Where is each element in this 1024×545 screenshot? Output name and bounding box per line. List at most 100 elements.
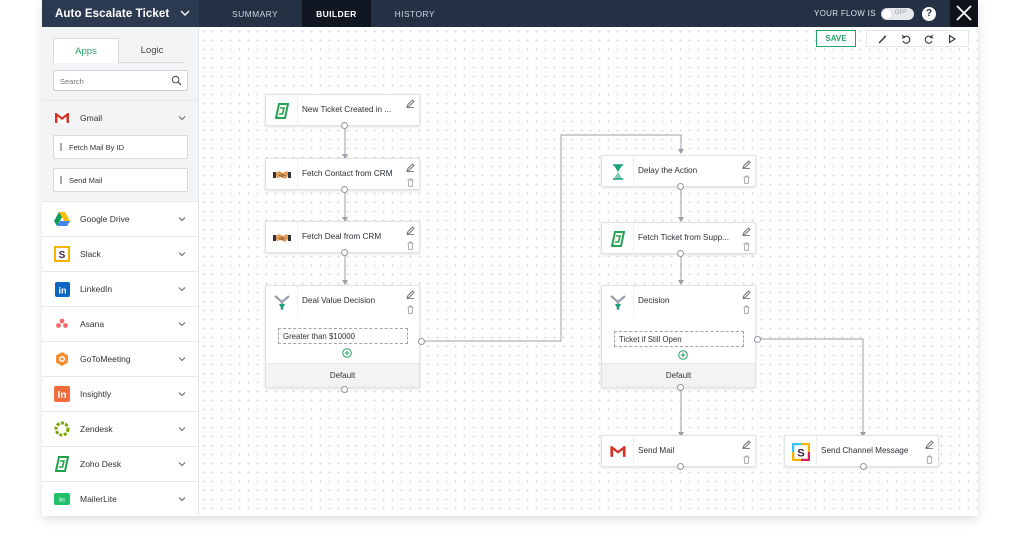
edit-icon[interactable] [406,163,415,172]
sidebar-item-insightly[interactable]: In Insightly [42,376,198,411]
decision-condition[interactable]: Greater than $10000 [278,328,408,344]
help-icon[interactable]: ? [922,7,936,21]
decision-icon [602,286,634,317]
slack-icon: S [785,436,817,467]
gotomeeting-icon [53,350,71,368]
trash-icon[interactable] [406,305,415,314]
sidebar-item-gmail[interactable]: Gmail [42,100,198,135]
tab-history[interactable]: HISTORY [394,8,435,19]
node-label: Decision [638,296,670,305]
crm-handshake-icon [266,159,298,190]
sidebar-item-label: Zendesk [80,424,113,434]
add-condition-icon[interactable] [342,348,352,358]
edit-icon[interactable] [406,99,415,108]
zendesk-icon [53,420,71,438]
node-fetch-deal[interactable]: Fetch Deal from CRM [265,221,420,253]
decision-default-branch[interactable]: Default [602,363,755,387]
trash-icon[interactable] [742,305,751,314]
node-port[interactable] [860,463,867,470]
edit-icon[interactable] [406,290,415,299]
drag-handle-icon [60,143,62,151]
node-port[interactable] [677,384,684,391]
toggle-state: OFF [894,9,907,16]
decision-icon [266,286,298,317]
svg-text:in: in [58,285,66,295]
edit-icon[interactable] [742,290,751,299]
chevron-down-icon [178,252,186,257]
node-port[interactable] [341,386,348,393]
sidebar-item-slack[interactable]: S Slack [42,236,198,271]
play-icon[interactable] [947,33,957,44]
zoho-desk-icon [602,223,634,254]
node-port[interactable] [341,186,348,193]
trash-icon[interactable] [742,175,751,184]
close-button[interactable] [950,0,978,27]
sidebar-item-google-drive[interactable]: Google Drive [42,201,198,236]
toggle-knob [881,8,892,19]
flow-title: Auto Escalate Ticket [55,7,170,20]
node-deal-value-decision[interactable]: Deal Value Decision Greater than $10000 … [265,285,420,388]
edit-icon[interactable] [925,440,934,449]
search-input[interactable] [54,72,164,91]
node-port[interactable] [754,336,761,343]
decision-default-branch[interactable]: Default [266,363,419,387]
edit-icon[interactable] [406,226,415,235]
canvas-toolbar [866,30,969,47]
trash-icon[interactable] [406,241,415,250]
decision-condition[interactable]: Ticket if Still Open [614,331,744,347]
node-new-ticket-trigger[interactable]: New Ticket Created in ... [265,94,420,126]
edit-icon[interactable] [742,440,751,449]
zoho-desk-icon [266,95,298,126]
sidebar-item-gotomeeting[interactable]: GoToMeeting [42,341,198,376]
sidebar-item-linkedin[interactable]: in LinkedIn [42,271,198,306]
sidebar: Apps Logic Gmail Fetch Mail By ID Send M… [42,27,199,516]
sidebar-item-mailerlite[interactable]: lite MailerLite [42,481,198,516]
flow-toggle[interactable]: OFF [880,7,914,20]
node-port[interactable] [418,338,425,345]
node-label: Fetch Ticket from Supp... [638,233,730,242]
tab-apps[interactable]: Apps [53,38,119,63]
node-port[interactable] [341,122,348,129]
flow-title-dropdown[interactable]: Auto Escalate Ticket [42,0,199,27]
node-send-mail[interactable]: Send Mail [601,435,756,467]
action-send-mail[interactable]: Send Mail [53,168,188,192]
sidebar-item-zendesk[interactable]: Zendesk [42,411,198,446]
edit-icon[interactable] [742,160,751,169]
trash-icon[interactable] [925,455,934,464]
edit-icon[interactable] [742,227,751,236]
undo-icon[interactable] [901,34,911,44]
node-label: Fetch Deal from CRM [302,232,382,241]
trash-icon[interactable] [742,242,751,251]
node-port[interactable] [677,183,684,190]
node-port[interactable] [341,249,348,256]
save-button[interactable]: SAVE [816,30,856,47]
svg-text:lite: lite [59,498,66,504]
search-icon[interactable] [171,75,182,86]
tab-summary[interactable]: SUMMARY [232,8,279,19]
sidebar-item-zoho-desk[interactable]: Zoho Desk [42,446,198,481]
tab-logic[interactable]: Logic [119,38,185,63]
trash-icon[interactable] [742,455,751,464]
flow-status: YOUR FLOW IS OFF [814,0,914,27]
node-port[interactable] [677,463,684,470]
magic-wand-icon[interactable] [878,34,888,44]
sidebar-item-label: Asana [80,319,105,329]
tab-builder[interactable]: BUILDER [302,0,371,27]
node-fetch-contact[interactable]: Fetch Contact from CRM [265,158,420,190]
chevron-down-icon [178,462,186,467]
sidebar-item-label: Insightly [80,389,112,399]
node-decision[interactable]: Decision Ticket if Still Open Default [601,285,756,388]
svg-text:S: S [797,447,805,459]
flow-canvas[interactable]: SAVE [199,27,978,516]
redo-icon[interactable] [924,34,934,44]
chevron-down-icon [178,287,186,292]
node-send-channel-message[interactable]: S Send Channel Message [784,435,939,467]
sidebar-item-asana[interactable]: Asana [42,306,198,341]
node-port[interactable] [677,250,684,257]
add-condition-icon[interactable] [678,350,688,360]
action-fetch-mail-by-id[interactable]: Fetch Mail By ID [53,135,188,159]
search-box [53,70,188,91]
trash-icon[interactable] [406,178,415,187]
chevron-down-icon [178,322,186,327]
node-fetch-ticket[interactable]: Fetch Ticket from Supp... [601,222,756,254]
